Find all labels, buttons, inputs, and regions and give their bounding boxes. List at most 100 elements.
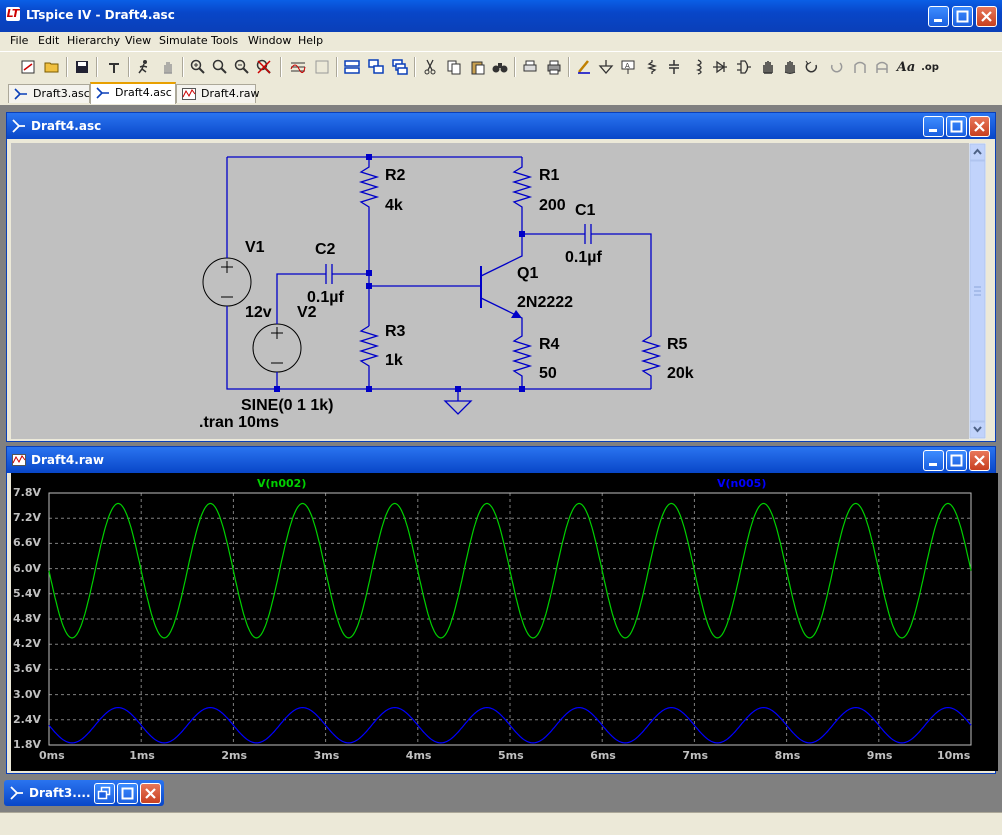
trace-v-n002[interactable] <box>48 502 972 639</box>
maximize-button[interactable] <box>952 6 973 27</box>
waveform-plot-svg <box>48 492 972 746</box>
r4-value: 50 <box>539 365 557 382</box>
zoom-cancel-icon[interactable] <box>254 57 274 77</box>
schematic-maximize-button[interactable] <box>946 116 967 137</box>
y-tick-label: 5.4V <box>13 586 41 600</box>
schematic-vertical-scrollbar[interactable] <box>969 143 986 439</box>
minimized-restore-button[interactable] <box>94 783 115 804</box>
tab-label: Draft4.asc <box>115 86 172 99</box>
zoom-in-icon[interactable] <box>188 57 208 77</box>
tab-draft3-asc[interactable]: Draft3.asc <box>8 84 90 103</box>
resistor-r3 <box>358 325 380 389</box>
r1-label: R1 <box>539 167 560 184</box>
paste-icon[interactable] <box>468 57 488 77</box>
schematic-window-titlebar[interactable]: Draft4.asc <box>7 113 995 139</box>
toolbar-separator <box>336 57 338 77</box>
zoom-fit-icon[interactable] <box>232 57 252 77</box>
halt-icon[interactable] <box>158 57 178 77</box>
rotate-icon[interactable] <box>850 57 870 77</box>
junction <box>366 283 372 289</box>
waveform-close-button[interactable] <box>969 450 990 471</box>
r5-value: 20k <box>667 365 694 382</box>
new-schematic-icon[interactable] <box>18 57 38 77</box>
move-icon[interactable] <box>758 57 778 77</box>
tile-vertical-icon[interactable] <box>312 57 332 77</box>
x-tick-label: 7ms <box>682 749 709 762</box>
component-icon[interactable] <box>734 57 754 77</box>
trace-v-n005[interactable] <box>48 707 972 744</box>
diode-icon[interactable] <box>710 57 730 77</box>
menu-file[interactable]: File <box>10 34 29 47</box>
q1-model: 2N2222 <box>517 294 574 311</box>
minimized-maximize-button[interactable] <box>117 783 138 804</box>
minimize-button[interactable] <box>928 6 949 27</box>
menu-edit[interactable]: Edit <box>38 34 60 47</box>
save-icon[interactable] <box>72 57 92 77</box>
toolbar-separator <box>128 57 130 77</box>
spice-directive-icon[interactable]: .op <box>921 61 939 73</box>
y-tick-label: 3.6V <box>13 662 41 676</box>
schematic-canvas[interactable]: R2 4k R1 200 C1 0.1µf V1 12v C2 0.1µf V2… <box>11 143 969 439</box>
junction <box>366 386 372 392</box>
x-tick-label: 8ms <box>774 749 801 762</box>
resistor-icon[interactable] <box>642 57 662 77</box>
text-icon[interactable]: Aa <box>896 59 916 75</box>
trace-label-v-n005[interactable]: V(n005) <box>717 477 767 490</box>
tab-label: Draft4.raw <box>201 87 260 100</box>
waveform-minimize-button[interactable] <box>923 450 944 471</box>
v2-polarity <box>271 327 283 364</box>
trace-label-v-n002[interactable]: V(n002) <box>257 477 307 490</box>
ground-symbol <box>443 389 473 415</box>
inductor-icon[interactable] <box>688 57 708 77</box>
arrange-icon[interactable] <box>390 57 410 77</box>
schematic-drawing <box>202 154 662 415</box>
waveform-maximize-button[interactable] <box>946 450 967 471</box>
run-icon[interactable] <box>134 57 154 77</box>
wire-icon[interactable] <box>574 57 594 77</box>
x-tick-label: 5ms <box>498 749 524 762</box>
cut-icon[interactable] <box>420 57 440 77</box>
find-icon[interactable] <box>490 57 510 77</box>
menu-view[interactable]: View <box>125 34 152 47</box>
open-icon[interactable] <box>42 57 62 77</box>
c2-value: 0.1µf <box>307 289 344 306</box>
redo-icon[interactable] <box>826 57 846 77</box>
ground-icon[interactable] <box>596 57 616 77</box>
label-net-icon[interactable]: A <box>618 57 638 77</box>
cascade-icon[interactable] <box>342 57 362 77</box>
app-titlebar[interactable]: LT LTspice IV - Draft4.asc <box>0 0 1002 32</box>
schematic-icon <box>96 87 109 99</box>
zoom-out-icon[interactable] <box>210 57 230 77</box>
minimized-close-button[interactable] <box>140 783 161 804</box>
menu-window[interactable]: Window <box>248 34 292 47</box>
mirror-icon[interactable] <box>872 57 892 77</box>
junction <box>519 386 525 392</box>
r1-value: 200 <box>539 197 566 214</box>
control-panel-icon[interactable] <box>104 57 124 77</box>
schematic-minimize-button[interactable] <box>923 116 944 137</box>
undo-icon[interactable] <box>802 57 822 77</box>
capacitor-icon[interactable] <box>664 57 684 77</box>
drag-icon[interactable] <box>780 57 800 77</box>
tile-horizontal-icon[interactable] <box>288 57 308 77</box>
menu-tools[interactable]: Tools <box>211 34 239 47</box>
menu-hierarchy[interactable]: Hierarchy <box>67 34 121 47</box>
resistor-r4 <box>511 324 533 389</box>
menu-simulate[interactable]: Simulate <box>159 34 208 47</box>
print-icon[interactable] <box>544 57 564 77</box>
x-tick-label: 1ms <box>129 749 155 762</box>
menu-help[interactable]: Help <box>298 34 324 47</box>
tile-icon[interactable] <box>366 57 386 77</box>
schematic-close-button[interactable] <box>969 116 990 137</box>
x-tick-label: 2ms <box>221 749 248 762</box>
plot-grid <box>49 493 971 745</box>
print-setup-icon[interactable] <box>520 57 540 77</box>
waveform-window-titlebar[interactable]: Draft4.raw <box>7 447 995 473</box>
y-tick-label: 7.8V <box>13 486 41 499</box>
copy-icon[interactable] <box>444 57 464 77</box>
close-button[interactable] <box>976 6 997 27</box>
minimized-window-draft3[interactable]: Draft3.... <box>4 780 164 806</box>
tab-draft4-asc[interactable]: Draft4.asc <box>90 82 176 104</box>
tab-draft4-raw[interactable]: Draft4.raw <box>176 84 260 103</box>
